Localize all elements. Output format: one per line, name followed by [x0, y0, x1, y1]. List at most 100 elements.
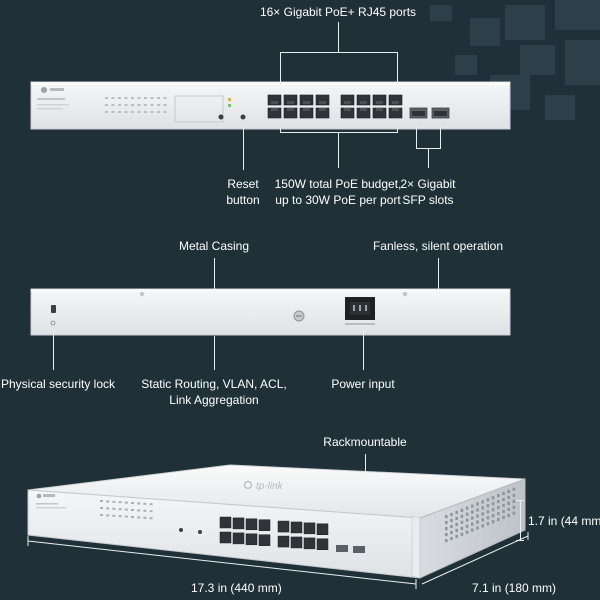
vent-slot: [502, 515, 505, 520]
rj45-port: [258, 534, 271, 546]
vent-slot: [476, 526, 479, 530]
callout-line: [365, 454, 366, 476]
vent-slot: [460, 532, 464, 536]
vent-slot: [491, 514, 495, 518]
vent-slot: [491, 508, 495, 512]
vent-slot: [460, 514, 464, 518]
status-led: [163, 104, 167, 106]
decorative-pattern: [470, 18, 500, 46]
routing-label-line2: Link Aggregation: [169, 393, 259, 407]
vent-slot: [507, 513, 510, 517]
rj45-port: [340, 94, 355, 106]
vent-slot: [455, 510, 458, 514]
decorative-pattern: [520, 45, 555, 75]
vent-slot: [471, 516, 474, 520]
rj45-port: [388, 94, 403, 106]
callout-line: [438, 258, 439, 289]
status-led: [163, 111, 167, 113]
vent-slot: [507, 507, 510, 511]
status-led: [124, 97, 128, 99]
casing-label: Metal Casing: [178, 239, 250, 253]
vent-slot: [445, 539, 448, 543]
status-led: [143, 516, 147, 519]
rj45-port: [232, 532, 245, 545]
vent-slot: [481, 500, 484, 504]
vent-slot: [476, 508, 479, 512]
rj45-port: [277, 535, 290, 548]
status-led: [157, 104, 160, 106]
rj45-port: [277, 520, 290, 533]
status-led: [149, 510, 153, 513]
vent-slot: [507, 489, 510, 493]
status-led: [105, 104, 108, 106]
port-latch: [392, 108, 399, 111]
port-latch: [360, 108, 367, 111]
decorative-pattern: [565, 40, 600, 85]
vent-slot: [450, 518, 453, 523]
status-led: [118, 501, 122, 504]
status-led: [149, 503, 153, 506]
rj45-port: [315, 94, 330, 106]
status-led: [137, 509, 141, 512]
status-led: [100, 514, 103, 516]
vent-slot: [486, 510, 490, 514]
routing-label-line1: Static Routing, VLAN, ACL,: [141, 377, 287, 391]
vent-slot: [497, 506, 500, 510]
status-led: [149, 517, 153, 520]
status-led: [124, 104, 128, 106]
vent-slot: [450, 530, 453, 535]
vent-slot: [465, 518, 469, 522]
status-led: [118, 515, 122, 518]
status-led: [112, 500, 116, 503]
vent-slot: [471, 522, 474, 526]
status-led: [137, 104, 141, 106]
port-latch: [360, 101, 367, 104]
status-led: [137, 111, 141, 113]
status-led: [106, 507, 110, 510]
status-led: [143, 502, 147, 505]
rj45-port: [290, 536, 303, 549]
port-latch: [376, 108, 383, 111]
vent-slot: [450, 536, 453, 541]
rj45-port: [258, 519, 271, 531]
dimension-line: [516, 500, 524, 501]
status-led: [118, 508, 122, 511]
height-label: 1.7 in (44 mm): [528, 514, 600, 528]
fanless-label: Fanless, silent operation: [372, 239, 504, 253]
status-led: [118, 104, 121, 106]
status-led: [144, 104, 147, 106]
status-led: [144, 97, 147, 99]
vent-slot: [486, 498, 490, 502]
vent-slot: [460, 526, 464, 530]
status-led: [144, 111, 147, 113]
width-label: 17.3 in (440 mm): [191, 581, 282, 595]
reset-label-line1: Reset: [227, 177, 259, 191]
status-led: [150, 111, 154, 113]
rj45-port: [245, 518, 258, 531]
callout-line: [280, 52, 281, 85]
status-led: [112, 514, 116, 517]
callout-line: [338, 22, 339, 52]
vent-slot: [481, 524, 484, 528]
vent-slot: [512, 511, 516, 515]
port-latch: [344, 101, 351, 104]
status-led: [137, 502, 141, 505]
vent-slot: [497, 500, 500, 504]
vent-slot: [512, 505, 516, 509]
status-led: [105, 97, 108, 99]
port-latch: [303, 101, 310, 104]
vent-slot: [486, 504, 490, 508]
vent-slot: [471, 528, 474, 532]
rj45-port: [219, 531, 232, 544]
vent-slot: [465, 506, 469, 510]
poe-label-line1: 150W total PoE budget,: [274, 177, 402, 191]
vent-slot: [455, 528, 458, 532]
status-led: [105, 111, 108, 113]
vent-slot: [445, 527, 448, 531]
callout-line: [280, 52, 397, 53]
sfp-label-line2: SFP slots: [402, 193, 454, 207]
status-led: [106, 500, 110, 503]
callout-line: [428, 148, 429, 168]
